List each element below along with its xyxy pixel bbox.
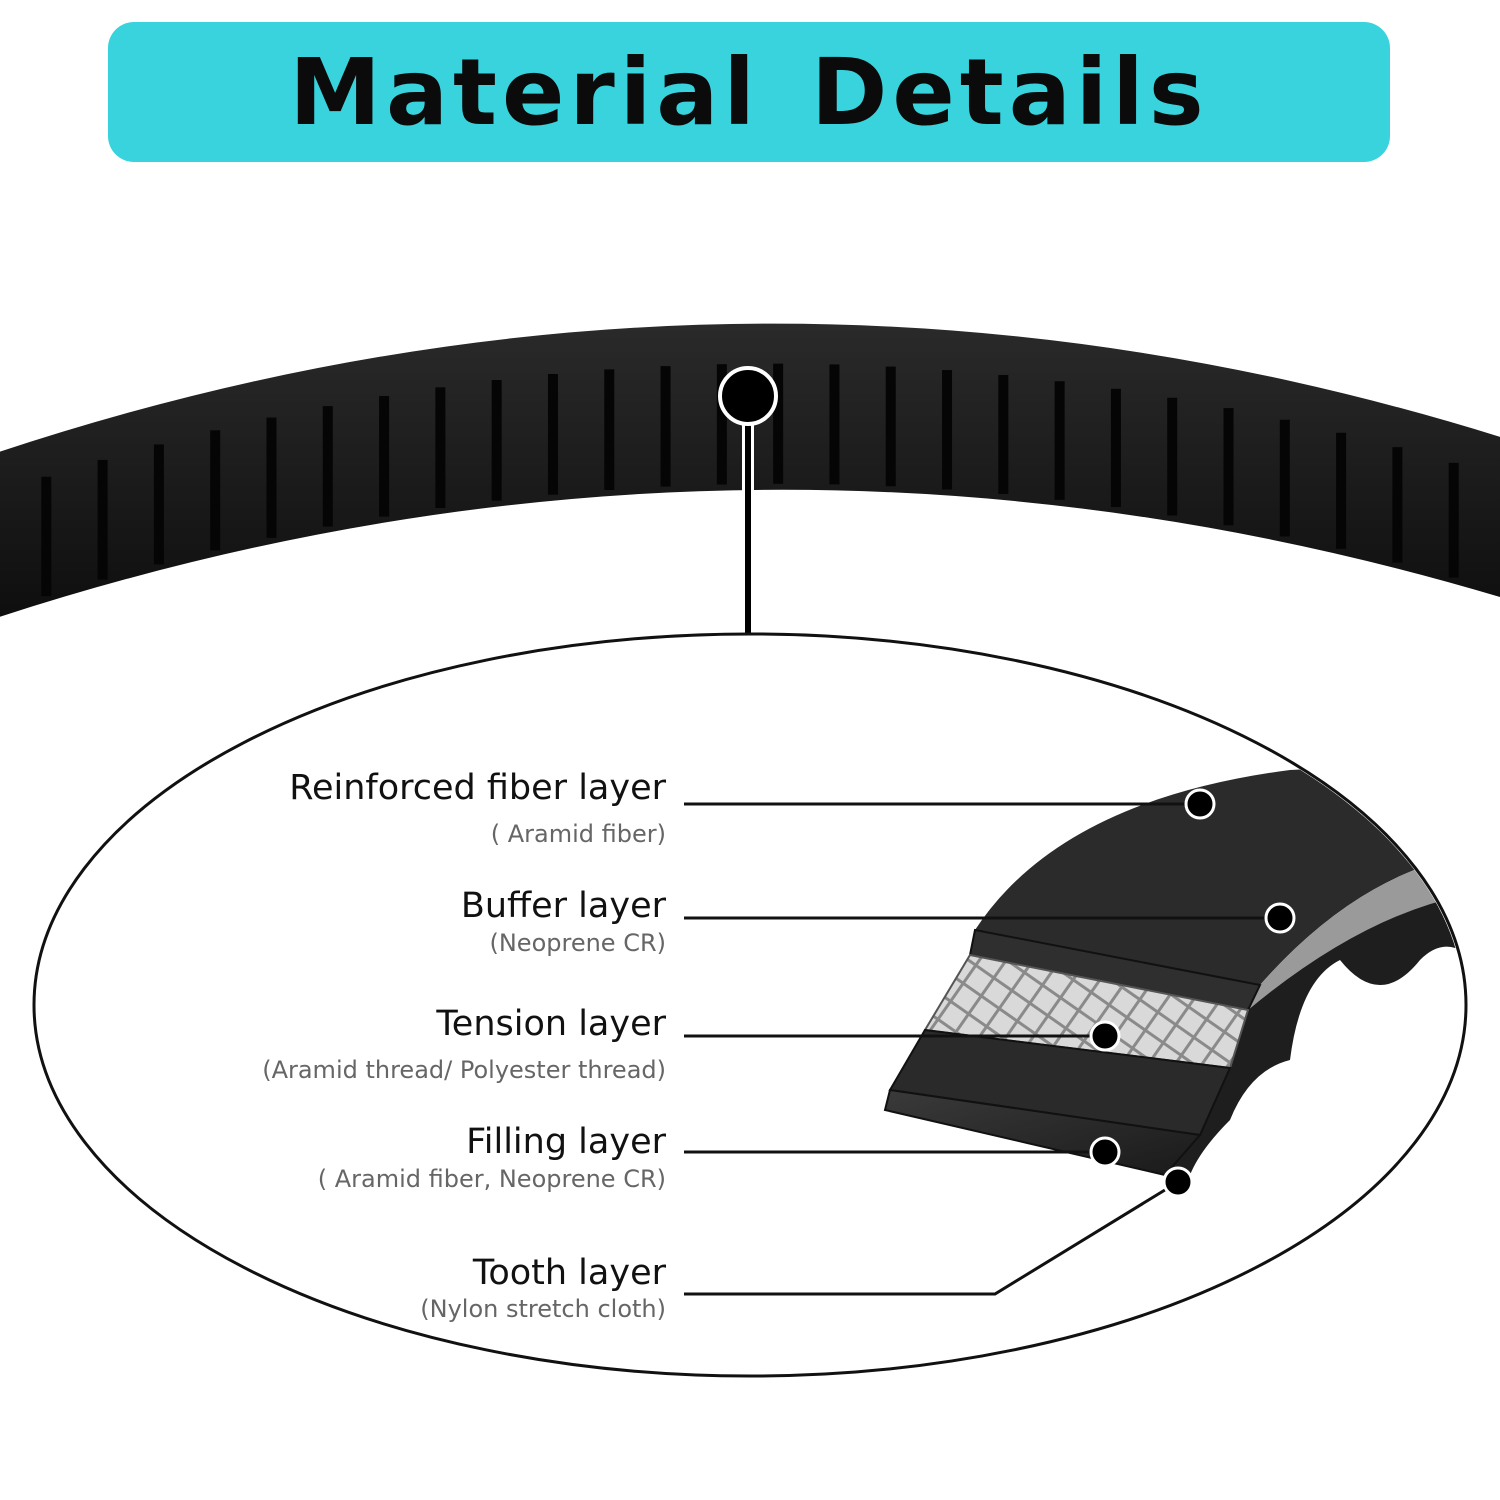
belt-tooth-gap	[547, 374, 558, 495]
dot-buffer	[1264, 902, 1296, 934]
belt-teeth	[41, 363, 1459, 597]
leader-dots	[1089, 788, 1296, 1198]
belt-tooth-gap	[1110, 388, 1121, 508]
belt-tooth-gap	[491, 380, 502, 501]
label-buffer-layer: Buffer layer	[460, 886, 666, 926]
belt-tooth-gap	[41, 476, 52, 597]
dot-reinforced	[1184, 788, 1216, 820]
belt-tooth-gap	[1392, 447, 1403, 563]
belt-tooth-gap	[379, 396, 390, 517]
belt-tooth-gap	[1279, 419, 1290, 537]
label-tooth-layer: Tooth layer	[472, 1253, 666, 1293]
label-tension-layer: Tension layer	[436, 1004, 666, 1044]
belt-tooth-gap	[885, 366, 896, 487]
label-reinforced-fiber-material: ( Aramid fiber)	[490, 820, 666, 848]
title-banner: Material Details	[108, 22, 1390, 162]
belt-tooth-gap	[829, 364, 840, 485]
label-tooth-material: (Nylon stretch cloth)	[420, 1295, 666, 1323]
label-tension-material: (Aramid thread/ Polyester thread)	[262, 1056, 666, 1084]
belt-tooth-gap	[1223, 408, 1234, 526]
belt-tooth-gap	[716, 364, 727, 485]
dot-tooth	[1162, 1166, 1194, 1198]
belt-tooth-gap	[998, 375, 1009, 494]
belt-tooth-gap	[266, 417, 277, 538]
belt-tooth-gap	[435, 387, 446, 508]
dot-tension	[1089, 1020, 1121, 1052]
belt-tooth-gap	[1336, 432, 1347, 549]
label-buffer-material: (Neoprene CR)	[489, 929, 666, 957]
belt-tooth-gap	[97, 459, 108, 580]
belt-tooth-gap	[773, 363, 784, 484]
belt-tooth-gap	[322, 406, 333, 527]
belt-tooth-gap	[942, 370, 953, 490]
label-filling-material: ( Aramid fiber, Neoprene CR)	[317, 1165, 666, 1193]
belt-tooth-gap	[1167, 397, 1178, 516]
leader-lines	[684, 802, 1280, 1296]
label-reinforced-fiber-layer: Reinforced fiber layer	[289, 768, 666, 808]
belt-tooth-gap	[604, 369, 615, 490]
dot-filling	[1089, 1136, 1121, 1168]
belt-tooth-gap	[1054, 381, 1065, 500]
label-filling-layer: Filling layer	[466, 1122, 666, 1162]
belt-tooth-gap	[660, 366, 671, 487]
callout-pointer	[718, 366, 778, 634]
leader-line-tooth	[684, 1180, 1179, 1296]
belt-tooth-gap	[153, 444, 164, 565]
belt-tooth-gap	[1448, 462, 1459, 578]
page-title: Material Details	[289, 38, 1209, 146]
belt-tooth-gap	[210, 430, 221, 551]
